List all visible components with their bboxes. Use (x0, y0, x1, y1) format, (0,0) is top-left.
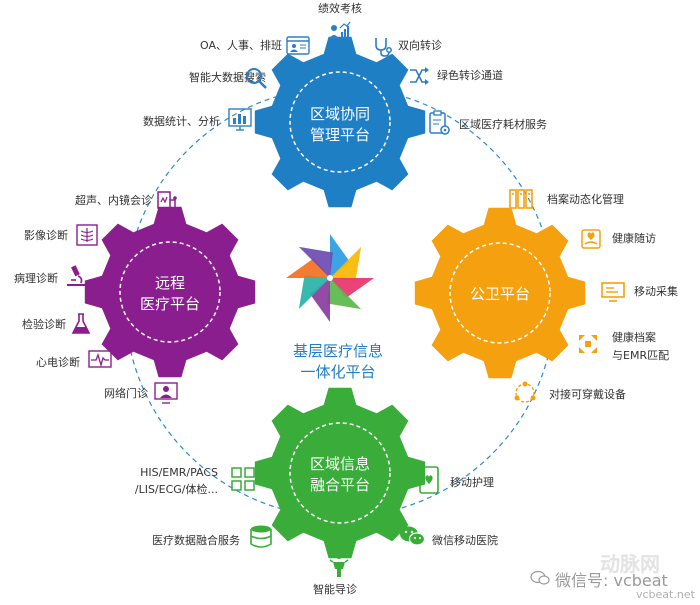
pinwheel-logo (286, 234, 374, 322)
ultrasound-icon (157, 191, 177, 213)
database-icon (250, 525, 272, 548)
clipboard-gear-icon (429, 110, 450, 135)
feature-his-line1: HIS/EMR/PACS (140, 466, 218, 479)
feature-daozhen: 智能导诊 (313, 583, 357, 596)
feature-xindian: 心电诊断 (36, 356, 80, 369)
feature-jianyan: 检验诊断 (22, 318, 66, 331)
watermark-logo: 动脉网 (600, 552, 660, 576)
feature-huli: 移动护理 (450, 476, 494, 489)
folders-icon (509, 189, 533, 209)
guide-person-icon (329, 553, 349, 577)
microscope-icon (67, 265, 85, 286)
gear-orange-title: 公卫平台 (470, 285, 530, 303)
watermark-site: vcbeat.net (636, 588, 695, 601)
browser-user-icon (286, 36, 310, 55)
pinwheel-blade (298, 246, 333, 278)
hand-heart-icon (581, 229, 601, 249)
feature-lvse: 绿色转诊通道 (437, 69, 503, 82)
wechat-watermark-icon (530, 570, 550, 585)
people-chart-icon (329, 21, 351, 39)
magnifier-icon (246, 68, 267, 89)
flask-icon (71, 313, 91, 334)
gear-purple-title-line2: 医疗平台 (140, 295, 200, 313)
feature-caiji: 移动采集 (634, 285, 678, 298)
gear-green-title-line2: 融合平台 (310, 476, 370, 494)
gear-orange-shape (414, 207, 586, 379)
feature-oa: OA、人事、排班 (200, 39, 282, 52)
wechat-icon (400, 526, 426, 546)
monitor-icon (601, 282, 625, 302)
pinwheel-blade (298, 275, 330, 310)
pinwheel-blade (330, 246, 362, 281)
watch-icon (514, 381, 536, 403)
stethoscope-icon (375, 38, 392, 57)
feature-suifang: 健康随访 (612, 232, 656, 245)
gear-green-ring (289, 422, 391, 524)
feature-his-line2: /LIS/ECG/体检... (134, 483, 218, 496)
tablet-icon (419, 466, 439, 494)
pinwheel-blade (327, 278, 362, 310)
feature-haocai: 区域医疗耗材服务 (459, 118, 547, 131)
gear-blue: 区域协同 管理平台 (254, 36, 426, 208)
gear-orange: 公卫平台 (414, 207, 586, 379)
feature-chaosheng: 超声、内镜会诊 (75, 194, 152, 207)
feature-jixiao: 绩效考核 (318, 2, 362, 15)
feature-ronghe: 医疗数据融合服务 (152, 534, 240, 547)
feature-wangluo: 网络门诊 (104, 387, 148, 400)
gear-purple-ring (119, 241, 221, 343)
feature-weixin: 微信移动医院 (432, 534, 498, 547)
pinwheel-blade (330, 234, 350, 278)
feature-dangan: 档案动态化管理 (547, 193, 624, 206)
gear-purple-title-line1: 远程 (155, 274, 185, 292)
gear-blue-title-line1: 区域协同 (310, 105, 370, 123)
cross-arrows-icon (410, 67, 429, 85)
feature-shuangxiang: 双向转诊 (398, 39, 442, 52)
xray-icon (76, 224, 98, 246)
gear-blue-shape (254, 36, 426, 208)
swap-icon (579, 335, 597, 353)
video-clinic-icon (154, 382, 178, 404)
gear-green-shape (254, 387, 426, 559)
center-title-line1: 基层医疗信息 (293, 342, 383, 360)
gear-blue-title-line2: 管理平台 (310, 126, 370, 144)
feature-chuandai: 对接可穿戴设备 (549, 388, 626, 401)
gear-purple: 远程 医疗平台 (84, 206, 256, 378)
modules-icon (231, 467, 255, 491)
pinwheel-blade (310, 278, 330, 322)
ecg-icon (88, 350, 112, 368)
gear-orange-ring (449, 242, 551, 344)
gear-green-title-line1: 区域信息 (310, 455, 370, 473)
feature-emr-line2: 与EMR匹配 (612, 349, 670, 362)
pinwheel-hub (327, 275, 333, 281)
pinwheel-blade (286, 258, 330, 278)
feature-yingxiang: 影像诊断 (24, 229, 68, 242)
gear-green: 区域信息 融合平台 (254, 387, 426, 559)
center-title-line2: 一体化平台 (300, 363, 375, 381)
pinwheel-blade (330, 278, 374, 298)
gear-blue-ring (289, 71, 391, 173)
bar-chart-icon (228, 108, 252, 131)
watermark-label: 微信号: vcbeat (555, 571, 668, 590)
gear-purple-shape (84, 206, 256, 378)
feature-tongji: 数据统计、分析 (143, 115, 220, 128)
feature-bingli: 病理诊断 (14, 272, 58, 285)
feature-emr-line1: 健康档案 (612, 331, 656, 344)
